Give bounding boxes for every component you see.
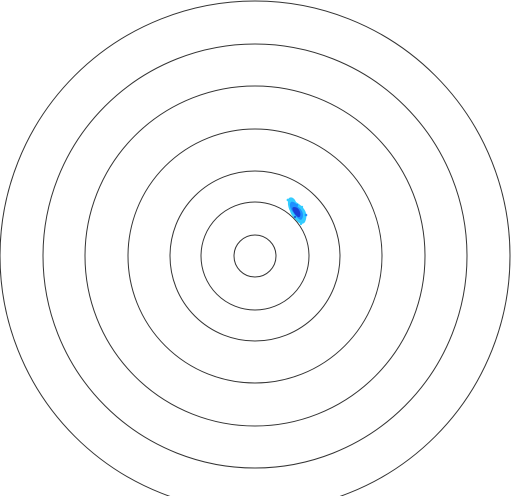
ring-4 bbox=[127, 128, 383, 384]
ring-2 bbox=[200, 201, 310, 311]
blob-speckle-4 bbox=[299, 222, 303, 226]
ring-5 bbox=[84, 85, 426, 427]
blob-speckle-1 bbox=[286, 198, 290, 202]
blob-speckle-3 bbox=[304, 213, 308, 217]
ring-6 bbox=[42, 43, 468, 469]
blob-speckle-5 bbox=[294, 216, 296, 218]
ring-1 bbox=[233, 234, 277, 278]
blue-blob-cluster bbox=[286, 197, 308, 226]
blob-core bbox=[292, 207, 301, 218]
blob-speckle-6 bbox=[295, 203, 299, 207]
ring-3 bbox=[169, 170, 341, 342]
blob-speckle-2 bbox=[300, 205, 304, 209]
